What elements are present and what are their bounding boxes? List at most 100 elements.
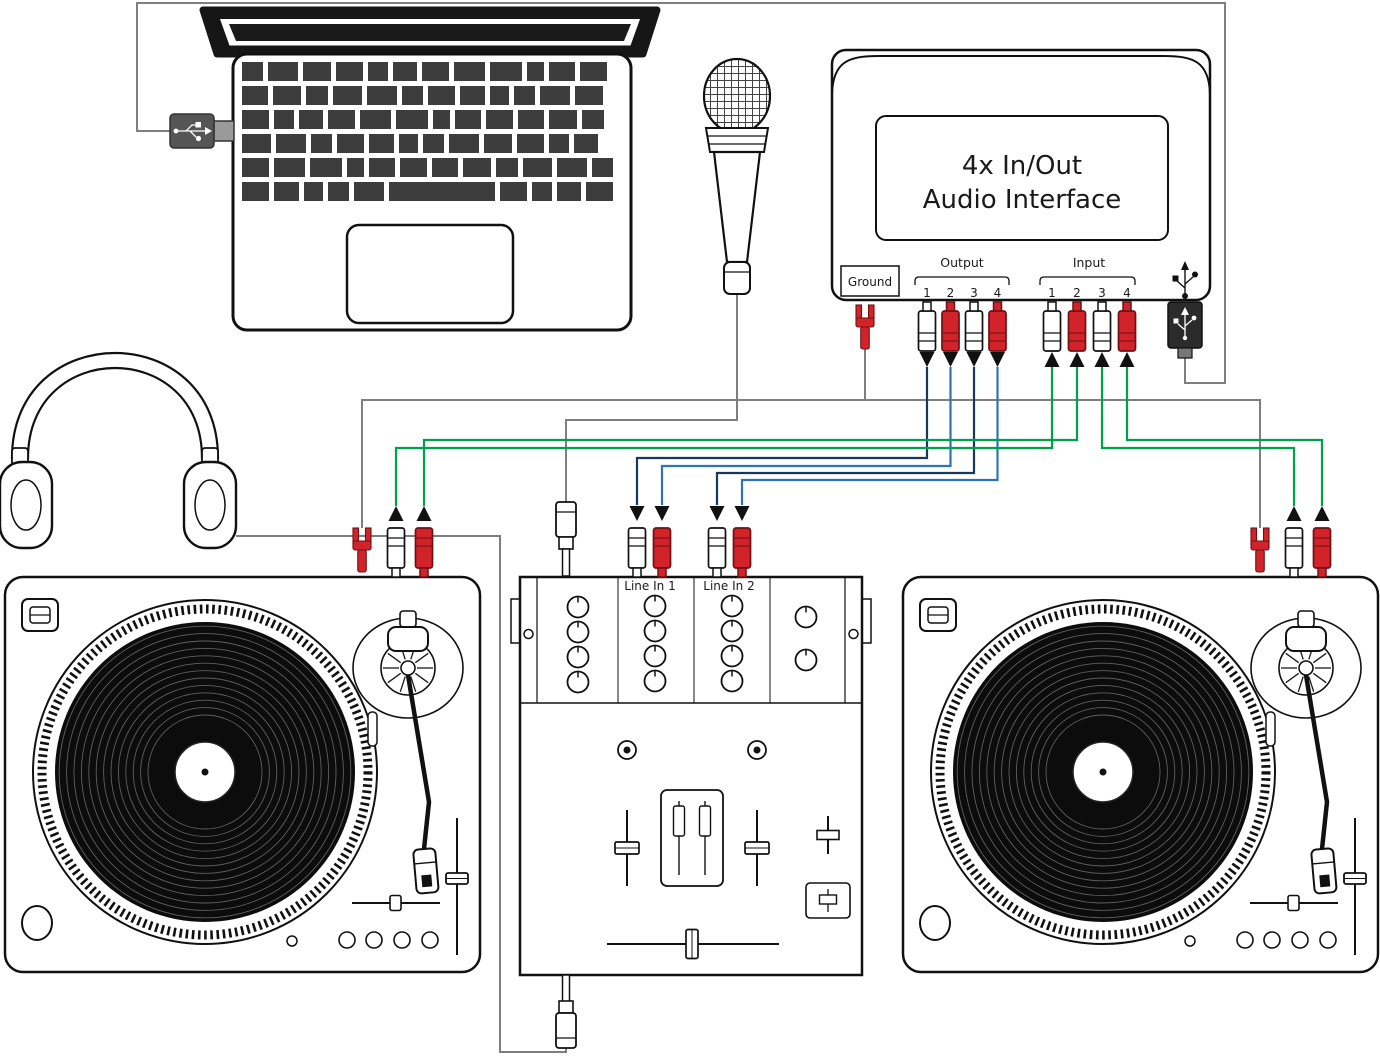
mic-body xyxy=(712,150,762,264)
keyboard-key xyxy=(557,158,587,177)
keyboard-key xyxy=(463,158,491,177)
input-channel-number: 1 xyxy=(1048,286,1056,300)
keyboard-key xyxy=(532,182,552,201)
keyboard-key xyxy=(582,110,604,129)
arrow-down-icon xyxy=(654,506,670,521)
keyboard-key xyxy=(527,62,544,81)
keyboard-key xyxy=(347,158,364,177)
arrow-down-icon xyxy=(943,352,958,367)
input-jack-4 xyxy=(1117,301,1137,352)
screw xyxy=(848,628,859,640)
input-cable-4 xyxy=(1125,367,1324,506)
laptop-usb-plug xyxy=(169,113,235,149)
keyboard-key xyxy=(311,134,332,153)
input-bracket xyxy=(1039,276,1136,285)
output-jack-1 xyxy=(917,301,937,352)
ear-pad-left xyxy=(10,479,42,531)
keyboard-key xyxy=(242,158,269,177)
arrow-up-icon xyxy=(1069,352,1085,367)
arrow-up-icon xyxy=(1094,352,1110,367)
knob xyxy=(566,645,590,669)
arrow-up-icon xyxy=(1119,352,1135,367)
keyboard-key xyxy=(592,158,613,177)
ground-label: Ground xyxy=(848,275,892,289)
keyboard-key xyxy=(368,62,388,81)
keyboard-key xyxy=(432,158,458,177)
keyboard-key xyxy=(389,182,495,201)
output-jack-3 xyxy=(964,301,984,352)
center-fader-section xyxy=(660,789,724,887)
keyboard-key xyxy=(242,86,268,105)
output-label: Output xyxy=(940,255,984,270)
microphone xyxy=(702,57,772,295)
arrow-down-icon xyxy=(709,506,725,521)
keyboard-key xyxy=(549,110,577,129)
keyboard-key xyxy=(574,134,598,153)
keyboard-key xyxy=(449,134,479,153)
output-cable-4 xyxy=(740,367,999,505)
knob xyxy=(794,648,818,672)
keyboard-key xyxy=(540,86,570,105)
mic-grille xyxy=(702,57,772,135)
output-channel-number: 4 xyxy=(994,286,1002,300)
keyboard-key xyxy=(333,86,362,105)
arrow-down-icon xyxy=(734,506,750,521)
knob xyxy=(720,594,744,618)
master-fader xyxy=(816,816,840,854)
keyboard-key xyxy=(242,110,269,129)
cue-button xyxy=(747,740,767,760)
line-in-1-label: Line In 1 xyxy=(624,579,675,593)
output-channel-number: 1 xyxy=(923,286,931,300)
keyboard-key xyxy=(517,134,544,153)
input-cable-3 xyxy=(1100,367,1296,506)
ear-pad-right xyxy=(194,479,226,531)
keyboard xyxy=(242,62,613,201)
cue-button xyxy=(617,740,637,760)
output-cable-1 xyxy=(635,367,929,505)
arrow-down-icon xyxy=(990,352,1005,367)
headband xyxy=(10,352,220,460)
keyboard-key xyxy=(274,110,294,129)
keyboard-key xyxy=(500,182,527,201)
interface-title-line2: Audio Interface xyxy=(923,185,1122,215)
output-section: Output 1 2 3 4 xyxy=(914,255,1010,367)
keyboard-key xyxy=(433,110,450,129)
keyboard-key xyxy=(455,110,481,129)
arrow-down-icon xyxy=(966,352,982,367)
keyboard-key xyxy=(276,134,306,153)
keyboard-key xyxy=(273,86,301,105)
trackpad xyxy=(345,223,515,325)
keyboard-key xyxy=(369,134,394,153)
mic-end-cap xyxy=(723,261,751,295)
mic-jack-plug xyxy=(555,501,577,577)
output-cable-3 xyxy=(715,367,976,505)
mixer: Line In 1 Line In 2 xyxy=(510,501,872,1049)
keyboard-key xyxy=(586,182,613,201)
keyboard-key xyxy=(399,134,418,153)
output-jack-2 xyxy=(941,301,960,352)
mic-cable xyxy=(565,294,738,502)
usb-plug-tip xyxy=(213,120,235,142)
interface-label-plate xyxy=(875,115,1169,241)
arrow-down-icon xyxy=(629,506,645,521)
keyboard-key xyxy=(393,62,417,81)
line-in-1-jack-white xyxy=(627,527,647,578)
ear-cup-left xyxy=(0,460,54,550)
interface-top-edge xyxy=(831,55,1211,95)
keyboard-key xyxy=(310,158,342,177)
headphone-jack-plug xyxy=(555,974,577,1049)
keyboard-key xyxy=(402,86,423,105)
usb-cable xyxy=(136,2,1226,384)
keyboard-key xyxy=(557,182,581,201)
knob xyxy=(643,669,667,693)
keyboard-key xyxy=(336,62,363,81)
knob xyxy=(566,595,590,619)
mixer-flange-right xyxy=(861,598,872,644)
crossfader xyxy=(607,928,779,960)
keyboard-key xyxy=(490,62,522,81)
ground-box xyxy=(840,265,900,297)
keyboard-key xyxy=(367,86,397,105)
laptop-screen xyxy=(229,24,631,41)
booth-fader xyxy=(805,882,851,919)
